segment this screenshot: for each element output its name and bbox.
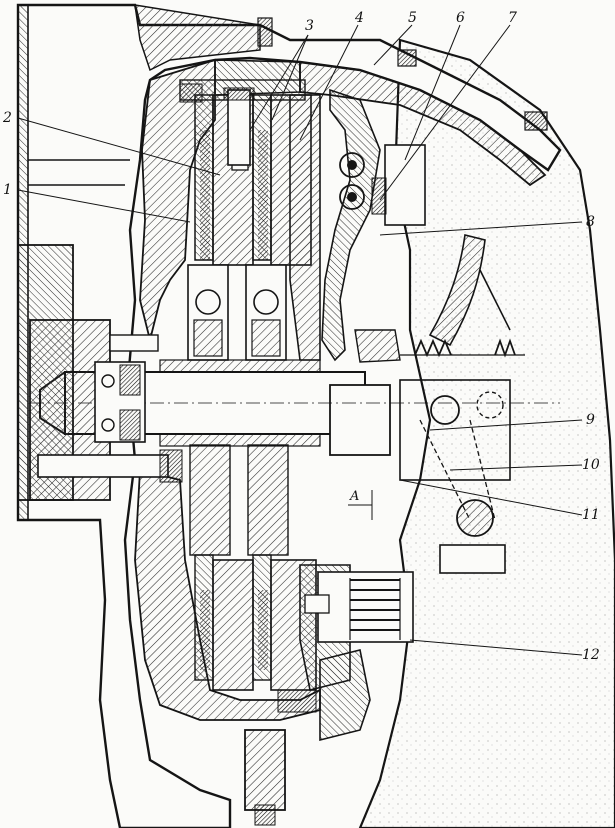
callout-5: 5	[408, 10, 417, 26]
lower-bolt	[244, 649, 371, 826]
callout-9: 9	[586, 412, 595, 428]
driven-discs-lower	[194, 554, 317, 691]
release-fork	[399, 379, 511, 574]
callout-6: 6	[456, 10, 465, 26]
crankshaft-flange	[17, 244, 183, 501]
callout-4: 4	[354, 10, 364, 26]
callout-2: 2	[2, 110, 12, 126]
callout-8: 8	[586, 214, 595, 230]
callout-12: 12	[582, 647, 600, 663]
callout-7: 7	[508, 10, 517, 26]
callout-10: 10	[582, 457, 600, 473]
release-springs	[400, 234, 525, 358]
callout-labels: 1 2 3 4 5 6 7 8 9 10 11 12 A	[2, 10, 600, 663]
callout-3: 3	[305, 18, 314, 34]
gearbox-casting	[358, 38, 615, 828]
return-spring	[304, 571, 414, 643]
leader-lines	[17, 24, 583, 656]
gap-label-a: A	[349, 489, 359, 504]
top-bolt	[179, 83, 255, 166]
disc-hubs	[187, 264, 289, 556]
callout-1: 1	[3, 182, 12, 198]
callout-11: 11	[582, 507, 600, 523]
